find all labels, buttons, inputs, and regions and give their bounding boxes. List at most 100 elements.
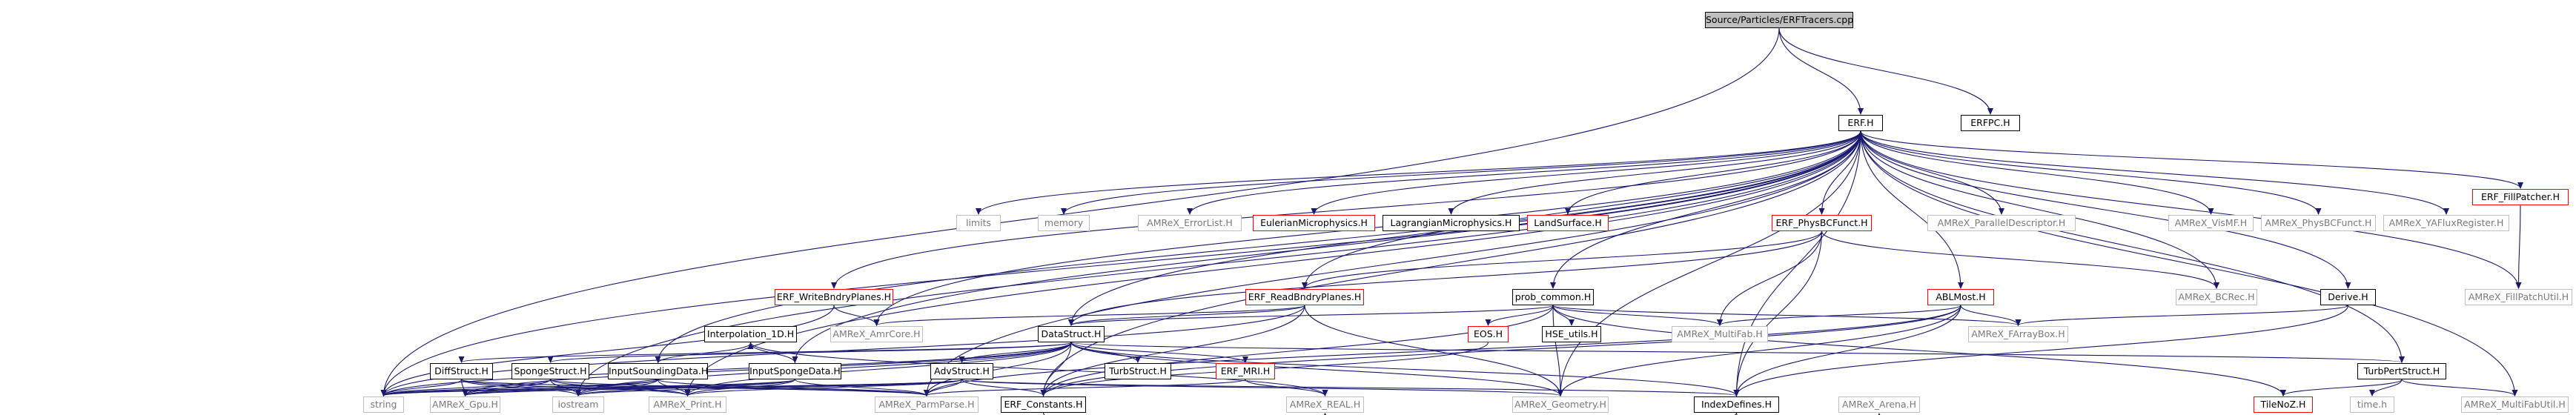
node-interpolation-1d-h[interactable]: Interpolation_1D.H <box>704 326 797 342</box>
node-memory[interactable]: memory <box>1038 215 1090 231</box>
edge-physbc-to-multifab <box>1717 230 1823 326</box>
node-limits[interactable]: limits <box>956 215 1001 231</box>
edge-erf-to-vismf <box>1860 130 2214 215</box>
node-indexdefines-h[interactable]: IndexDefines.H <box>1694 396 1779 413</box>
node-erf-readbndryplanes-h[interactable]: ERF_ReadBndryPlanes.H <box>1245 289 1364 305</box>
edge-erf-to-yaflux <box>1860 130 2449 215</box>
node-time-h[interactable]: time.h <box>2350 396 2394 413</box>
edge-advs-to-consts <box>961 379 1047 396</box>
node-amrex-vismf-h[interactable]: AMReX_VisMF.H <box>2168 215 2254 231</box>
node-erf-fillpatcher-h[interactable]: ERF_FillPatcher.H <box>2472 189 2569 205</box>
edge-datas-to-index <box>1070 342 1740 396</box>
edge-erf-to-memory <box>1061 130 1861 215</box>
edge-src-to-pc <box>1778 27 1993 115</box>
edge-rbp-to-geom <box>1304 305 1563 396</box>
node-amrex-errorlist-h[interactable]: AMReX_ErrorList.H <box>1138 215 1242 231</box>
node-diffstruct-h[interactable]: DiffStruct.H <box>430 363 493 379</box>
edge-probc-to-geom <box>1552 305 1563 396</box>
edge-advs-to-iostream <box>575 379 963 396</box>
node-erf-h[interactable]: ERF.H <box>1838 115 1883 131</box>
node-amrex-multifab-h[interactable]: AMReX_MultiFab.H <box>1672 326 1768 342</box>
edge-physbc-to-rbp <box>1302 230 1823 289</box>
node-amrex-print-h[interactable]: AMReX_Print.H <box>649 396 726 413</box>
edge-datas-to-string <box>380 342 1072 396</box>
node-eulerianmicrophysics-h[interactable]: EulerianMicrophysics.H <box>1253 215 1375 231</box>
edge-erf-to-abl <box>1860 130 1964 289</box>
node-amrex-bcrec-h[interactable]: AMReX_BCRec.H <box>2176 289 2257 305</box>
edge-abl-to-farray <box>1960 305 2022 326</box>
edge-erf-to-iostream <box>575 130 1861 396</box>
node-inputsoundingdata-h[interactable]: InputSoundingData.H <box>608 363 708 379</box>
edge-probc-to-tilenoz <box>1552 305 2286 396</box>
edge-isound-to-string <box>380 379 659 396</box>
edge-turbp-to-mfu <box>2401 379 2518 396</box>
node-advstruct-h[interactable]: AdvStruct.H <box>930 363 993 379</box>
node-amrex-farraybox-h[interactable]: AMReX_FArrayBox.H <box>1968 326 2068 342</box>
edge-erf-to-fillp <box>1860 130 2523 189</box>
node-amrex-arena-h[interactable]: AMReX_Arena.H <box>1838 396 1920 413</box>
edge-abl-to-geom <box>1557 305 1961 396</box>
edge-advs-to-gpu <box>462 379 963 396</box>
edge-erf-to-wbp <box>831 130 1861 289</box>
edge-erf-to-euler <box>1311 130 1861 215</box>
node-amrex-physbcfunct-h[interactable]: AMReX_PhysBCFunct.H <box>2261 215 2376 231</box>
edge-rbp-to-datas <box>1068 305 1305 326</box>
node-erf-mri-h[interactable]: ERF_MRI.H <box>1216 363 1275 379</box>
node-amrex-parmparse-h[interactable]: AMReX_ParmParse.H <box>875 396 979 413</box>
node-eos-h[interactable]: EOS.H <box>1468 326 1509 342</box>
node-datastruct-h[interactable]: DataStruct.H <box>1038 326 1105 342</box>
node-turbstruct-h[interactable]: TurbStruct.H <box>1105 363 1171 379</box>
edge-fillp-to-fpu <box>2515 205 2522 289</box>
node-lagrangianmicrophysics-h[interactable]: LagrangianMicrophysics.H <box>1383 215 1520 231</box>
edge-advs-to-print <box>684 379 963 396</box>
node-amrex-yafluxregister-h[interactable]: AMReX_YAFluxRegister.H <box>2383 215 2509 231</box>
node-inputspongedata-h[interactable]: InputSpongeData.H <box>749 363 841 379</box>
edge-src-to-string <box>380 27 1780 396</box>
edge-datas-to-turbp <box>1070 342 2404 363</box>
node-ablmost-h[interactable]: ABLMost.H <box>1927 289 1994 305</box>
edge-datas-to-print <box>684 342 1072 396</box>
edge-probc-to-farray <box>1552 305 2022 326</box>
node-amrex-real-h[interactable]: AMReX_REAL.H <box>1286 396 1364 413</box>
node-turbpertstruct-h[interactable]: TurbPertStruct.H <box>2357 363 2446 379</box>
edge-erf-to-parmparse <box>924 130 1861 396</box>
node-amrex-multifabutil-h[interactable]: AMReX_MultiFabUtil.H <box>2461 396 2569 413</box>
node-amrex-geometry-h[interactable]: AMReX_Geometry.H <box>1512 396 1609 413</box>
edge-advs-to-geom <box>961 379 1563 396</box>
node-erfpc-h[interactable]: ERFPC.H <box>1961 115 2020 131</box>
node-source-erftracers-cpp[interactable]: Source/Particles/ERFTracers.cpp <box>1705 12 1853 28</box>
node-landsurface-h[interactable]: LandSurface.H <box>1527 215 1609 231</box>
node-hse-utils-h[interactable]: HSE_utils.H <box>1542 326 1601 342</box>
edge-interp-to-real <box>749 342 1328 396</box>
node-erf-writebndryplanes-h[interactable]: ERF_WriteBndryPlanes.H <box>775 289 893 305</box>
node-iostream[interactable]: iostream <box>552 396 604 413</box>
node-derive-h[interactable]: Derive.H <box>2320 289 2376 305</box>
node-spongestruct-h[interactable]: SpongeStruct.H <box>511 363 589 379</box>
edge-physbc-to-bcrec <box>1821 230 2219 289</box>
node-amrex-amrcore-h[interactable]: AMReX_AmrCore.H <box>830 326 923 342</box>
node-tilenoz-h[interactable]: TileNoZ.H <box>2254 396 2313 413</box>
node-amrex-gpu-h[interactable]: AMReX_Gpu.H <box>430 396 500 413</box>
edge-advs-to-index <box>961 379 1739 396</box>
edge-ispong-to-gpu <box>462 379 796 396</box>
edge-ispong-to-interp <box>747 342 796 364</box>
edge-erf-to-isound <box>655 130 1861 363</box>
edge-erf-to-land <box>1565 130 1861 215</box>
node-erf-constants-h[interactable]: ERF_Constants.H <box>1001 396 1086 413</box>
node-prob-common-h[interactable]: prob_common.H <box>1512 289 1594 305</box>
edge-derive-to-index <box>1733 305 2349 396</box>
edge-datas-to-sponge <box>547 342 1072 363</box>
node-string[interactable]: string <box>363 396 404 413</box>
edge-erf-to-turbp <box>1860 130 2405 363</box>
edge-abl-to-index <box>1733 305 1961 396</box>
edge-sponge-to-string <box>380 379 552 396</box>
edge-isound-to-interp <box>657 342 754 364</box>
node-amrex-paralleldescriptor-h[interactable]: AMReX_ParallelDescriptor.H <box>1927 215 2076 231</box>
edge-derive-to-farray <box>2015 305 2349 326</box>
node-amrex-fillpatchutil-h[interactable]: AMReX_FillPatchUtil.H <box>2465 289 2572 305</box>
edge-erf-to-fpu <box>1860 130 2522 289</box>
node-erf-physbcfunct-h[interactable]: ERF_PhysBCFunct.H <box>1772 215 1872 231</box>
edge-erf-to-lagr <box>1448 130 1861 215</box>
